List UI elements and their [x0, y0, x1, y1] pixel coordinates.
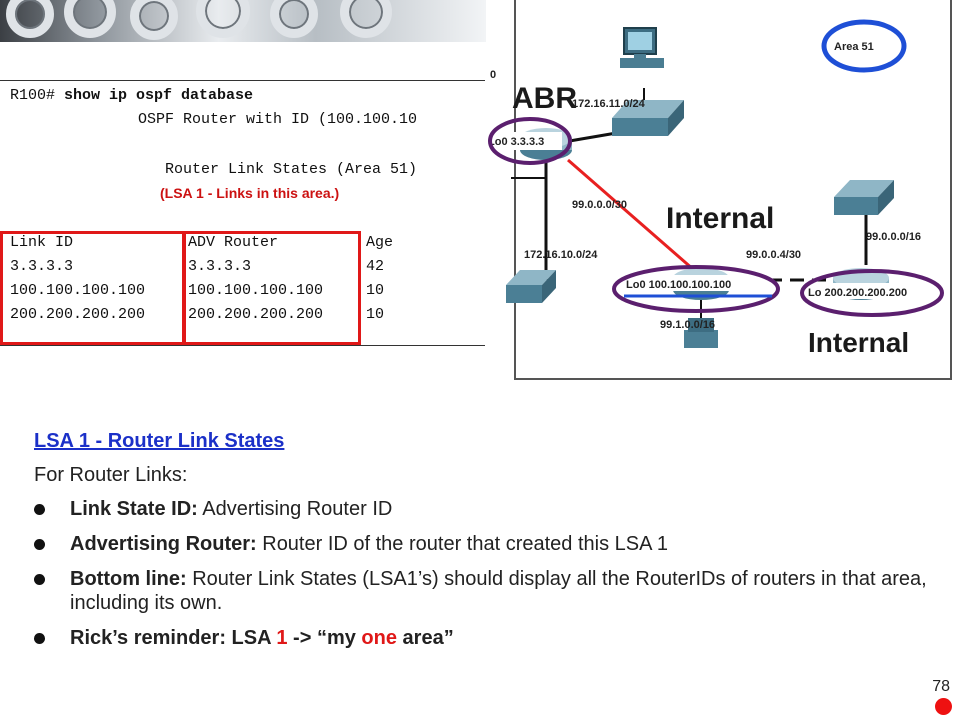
- reminder-mid: -> “my: [287, 627, 362, 649]
- cli-prompt: R100#: [10, 87, 65, 104]
- slide-body: LSA 1 - Router Link States For Router Li…: [34, 430, 934, 661]
- header-banner: [0, 0, 486, 42]
- row-age: 42: [366, 258, 385, 275]
- router-highlight-circle: [800, 269, 944, 317]
- ospf-database-output: R100# show ip ospf database OSPF Router …: [0, 80, 485, 346]
- intro-text: For Router Links:: [34, 464, 188, 486]
- row-link-id: 3.3.3.3: [10, 258, 74, 275]
- column-age: Age: [366, 234, 394, 251]
- bullet-dot: [34, 574, 45, 585]
- loopback-label-bg: [622, 275, 772, 291]
- loopback-label: Lo0 3.3.3.3: [488, 136, 544, 148]
- link-id-highlight-box: [0, 231, 185, 345]
- network-label: 99.0.0.4/30: [746, 249, 801, 261]
- red-dot-icon: [935, 698, 952, 715]
- switch-icon: [506, 270, 556, 303]
- bullet-text: Router ID of the router that created thi…: [256, 533, 669, 555]
- loopback-label: Lo 200.200.200.200: [808, 287, 907, 299]
- network-label: 99.0.0.0/16: [866, 231, 921, 243]
- topology-svg: 0 ABR 172.16.11.0/24 Lo0 3.3.3.3 99.0.0.…: [486, 19, 944, 358]
- network-label: 172.16.10.0/24: [524, 249, 598, 261]
- abr-highlight-circle: [488, 117, 572, 165]
- row-adv-router: 200.200.200.200: [188, 306, 324, 323]
- row-age: 10: [366, 306, 385, 323]
- pc-icon: [684, 318, 718, 348]
- bullet-dot: [34, 539, 45, 550]
- network-label: 99.0.0.0/30: [572, 199, 627, 211]
- bullet-item: Bottom line: Router Link States (LSA1’s)…: [34, 567, 934, 615]
- reminder-term: Rick’s reminder:: [70, 627, 226, 649]
- link-line: [567, 158, 695, 272]
- bullet-dot: [34, 504, 45, 515]
- reminder-post: area”: [396, 627, 454, 649]
- row-adv-router: 100.100.100.100: [188, 282, 324, 299]
- bullet-item: Rick’s reminder: LSA 1 -> “my one area”: [34, 626, 934, 650]
- column-link-id: Link ID: [10, 234, 74, 251]
- lsa-note: (LSA 1 - Links in this area.): [160, 185, 340, 201]
- bullet-text: Advertising Router ID: [197, 498, 393, 520]
- reminder-one: one: [361, 627, 397, 649]
- switch-icon: [612, 100, 684, 136]
- bullet-term: Advertising Router:: [70, 533, 257, 555]
- bullet-item: Advertising Router: Router ID of the rou…: [34, 532, 934, 556]
- network-diagram: 0 ABR 172.16.11.0/24 Lo0 3.3.3.3 99.0.0.…: [486, 0, 952, 380]
- row-age: 10: [366, 282, 385, 299]
- adv-router-highlight-box: [183, 231, 361, 345]
- pc-icon: [620, 27, 664, 68]
- row-link-id: 200.200.200.200: [10, 306, 146, 323]
- section-title: Router Link States (Area 51): [165, 161, 418, 178]
- router-id-header: OSPF Router with ID (100.100.10: [138, 111, 418, 128]
- bullet-text: Router Link States (LSA1’s) should displ…: [70, 568, 927, 614]
- bullet-dot: [34, 633, 45, 644]
- internal-label: Internal: [666, 202, 774, 235]
- reminder-number: 1: [276, 627, 288, 649]
- area-label: Area 51: [834, 41, 874, 53]
- loopback-label-bg: [486, 132, 562, 150]
- section-heading: LSA 1 - Router Link States: [34, 430, 285, 452]
- router-highlight-circle: [612, 265, 780, 313]
- network-label: 172.16.11.0/24: [572, 98, 646, 110]
- loopback-label: Lo0 100.100.100.100: [626, 279, 731, 291]
- bullet-term: Link State ID:: [70, 498, 198, 520]
- network-label: 99.1.0.0/16: [660, 319, 715, 331]
- column-adv-router: ADV Router: [188, 234, 279, 251]
- bullet-list: Link State ID: Advertising Router ID Adv…: [34, 497, 934, 650]
- row-link-id: 100.100.100.100: [10, 282, 146, 299]
- row-adv-router: 3.3.3.3: [188, 258, 252, 275]
- internal-label: Internal: [808, 327, 909, 358]
- fragment-label: 0: [490, 69, 496, 81]
- cli-command: show ip ospf database: [64, 87, 254, 104]
- abr-label: ABR: [512, 82, 577, 115]
- switch-icon: [834, 180, 894, 215]
- bullet-term: Bottom line:: [70, 568, 187, 590]
- bullet-item: Link State ID: Advertising Router ID: [34, 497, 934, 521]
- reminder-pre: LSA: [226, 627, 277, 649]
- loopback-label-bg: [806, 283, 938, 299]
- page-number: 78: [932, 678, 950, 695]
- command-line: R100# show ip ospf database: [10, 87, 253, 105]
- area-highlight-circle: [821, 19, 907, 73]
